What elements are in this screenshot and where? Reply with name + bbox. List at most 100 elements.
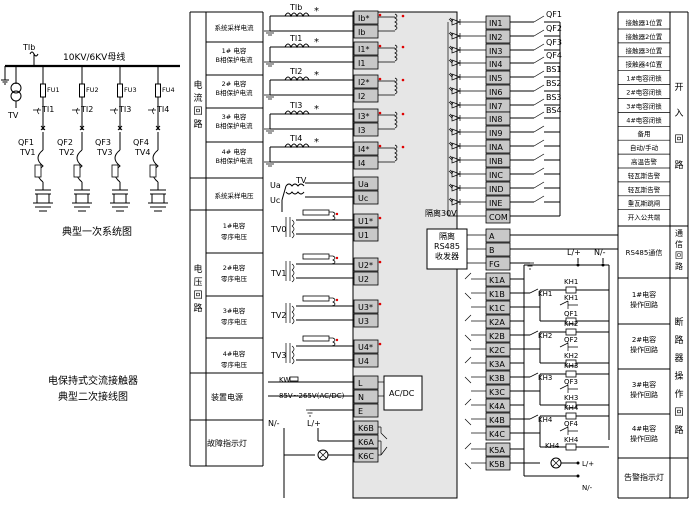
switch-contact-icon bbox=[529, 372, 539, 378]
tib-ct-icon bbox=[29, 51, 39, 66]
terminal-label: Ib* bbox=[358, 14, 369, 23]
bus-pos-label: L/+ bbox=[567, 248, 581, 257]
polarity-dot bbox=[378, 216, 382, 220]
terminal-label: IN8 bbox=[489, 115, 502, 124]
terminal-label: U2 bbox=[358, 275, 369, 284]
resistor-icon bbox=[302, 209, 330, 216]
terminal-label: E bbox=[358, 407, 363, 416]
current-input-wiring: TIb*TI1*TI2*TI3*TI4* bbox=[264, 3, 405, 167]
aux-contact-label: QF3 bbox=[546, 38, 562, 47]
fuse-icon bbox=[289, 376, 299, 382]
resistor-icon bbox=[302, 295, 330, 302]
input-function-label: 接触器4位置 bbox=[626, 60, 663, 69]
op-loop-label: 3#电容操作回路 bbox=[630, 380, 658, 399]
relay-contact-icon bbox=[464, 272, 472, 300]
relay-contact-icon bbox=[464, 356, 472, 384]
kh-label: KH3 bbox=[564, 362, 578, 370]
switch-contact-icon bbox=[533, 139, 545, 147]
tv-winding-icon bbox=[149, 164, 157, 178]
ground-icon bbox=[264, 94, 276, 100]
terminal-label: I3* bbox=[358, 112, 369, 121]
qf-aux-label: QF4 bbox=[564, 420, 579, 428]
polarity-dot bbox=[401, 14, 405, 18]
polarity-dot bbox=[401, 45, 405, 49]
vt-coil-icon bbox=[291, 225, 295, 233]
feeders: FU1TI1QF1TV1FU2TI2QF2TV2FU3TI3QF3TV3FU4T… bbox=[18, 66, 175, 212]
terminal-label: K2A bbox=[489, 318, 505, 327]
qf-aux-label: KH1 bbox=[564, 294, 578, 302]
terminal-K6B bbox=[353, 420, 379, 435]
ct-icon bbox=[148, 107, 156, 115]
voltage-sample-label: 系统采样电压 bbox=[215, 191, 255, 200]
kh-label: KH1 bbox=[564, 278, 578, 286]
relay-contact-icon bbox=[464, 442, 472, 470]
kh-label: KH4 bbox=[564, 436, 579, 444]
secondary-caption-2: 典型二次接线图 bbox=[58, 390, 128, 403]
terminal-Ib* bbox=[353, 10, 379, 25]
op-loop-label: 2#电容操作回路 bbox=[630, 335, 658, 354]
tv-zero-label: TV0 bbox=[270, 225, 286, 234]
kw-label: KW bbox=[279, 376, 290, 384]
terminal-label: IN6 bbox=[489, 88, 502, 97]
ti-label: TI3 bbox=[118, 105, 131, 114]
terminal-label: K1C bbox=[489, 304, 505, 313]
input-function-label: 轻瓦斯告警 bbox=[628, 171, 661, 180]
led-arrow-icon bbox=[448, 31, 454, 37]
ac-dc-converter bbox=[383, 375, 423, 411]
fuse-label: FU4 bbox=[162, 86, 175, 94]
led-arrow-icon bbox=[448, 100, 454, 106]
bus-label: 10KV/6KV母线 bbox=[63, 51, 125, 63]
switch-contact-icon bbox=[529, 330, 539, 336]
resistor-icon bbox=[302, 335, 330, 342]
terminal-label: COM bbox=[489, 213, 508, 222]
tv-label: TV2 bbox=[58, 148, 74, 157]
input-function-label: 1#电容闭锁 bbox=[626, 74, 662, 83]
terminal-label: IN7 bbox=[489, 102, 502, 111]
vt-coil-icon bbox=[291, 345, 295, 353]
input-function-label: 自动/手动 bbox=[630, 143, 659, 152]
terminal-label: I1* bbox=[358, 45, 369, 54]
terminal-label: K1A bbox=[489, 276, 505, 285]
terminal-label: K3A bbox=[489, 360, 505, 369]
qf-label: QF3 bbox=[95, 138, 111, 147]
fuse-icon bbox=[79, 83, 85, 98]
relay-output-wiring: L/+N/-KH1KH1QF1KH1KH2QF2KH2KH2KH3QF3KH3K… bbox=[464, 248, 610, 492]
pos-label: L/+ bbox=[307, 419, 321, 428]
ct-label: TIb bbox=[289, 3, 302, 12]
terminal-label: B bbox=[489, 246, 495, 255]
kh-coil-icon bbox=[565, 412, 577, 420]
terminal-label: A bbox=[489, 232, 495, 241]
terminal-label: U3 bbox=[358, 317, 369, 326]
kh-coil-icon bbox=[565, 443, 577, 451]
tib-label: TIb bbox=[22, 43, 35, 52]
led-arrow-icon bbox=[448, 113, 454, 119]
terminal-label: IN4 bbox=[489, 60, 502, 69]
op-loop-label: 1#电容操作回路 bbox=[630, 290, 658, 309]
polarity-dot bbox=[378, 260, 382, 264]
polarity-star: * bbox=[314, 137, 319, 148]
relay-contact-icon bbox=[380, 427, 388, 456]
led-arrow-icon bbox=[448, 183, 454, 189]
open-delta-icon bbox=[285, 303, 291, 323]
polarity-star: * bbox=[314, 6, 319, 17]
ground-icon bbox=[1, 66, 9, 85]
breaker-icon bbox=[155, 125, 161, 131]
switch-contact-icon bbox=[533, 125, 545, 133]
internal-ct-icon bbox=[394, 111, 398, 129]
polarity-dot bbox=[378, 13, 382, 17]
polarity-star: * bbox=[314, 104, 319, 115]
qf-aux-label: QF3 bbox=[564, 378, 578, 386]
tv-label: TV3 bbox=[96, 148, 112, 157]
ct-icon bbox=[72, 107, 80, 115]
terminal-dot bbox=[576, 461, 580, 465]
terminal-label: I2* bbox=[358, 78, 369, 87]
terminal-label: U2* bbox=[358, 261, 373, 270]
terminal-label: IN2 bbox=[489, 33, 502, 42]
open-delta-icon bbox=[285, 343, 291, 363]
fuse-label: FU3 bbox=[124, 86, 137, 94]
terminal-I1* bbox=[353, 41, 379, 56]
voltage-row-label: 2#电容零序电压 bbox=[221, 263, 248, 283]
input-optocouplers bbox=[447, 17, 486, 264]
